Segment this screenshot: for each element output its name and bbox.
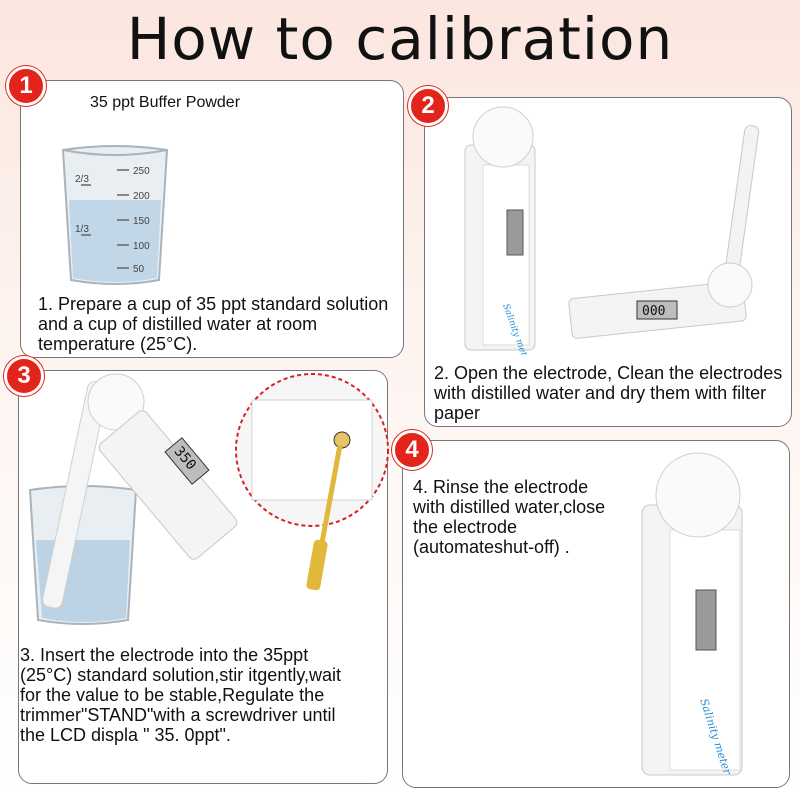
step-1-text: 1. Prepare a cup of 35 ppt standard solu… [38,294,389,354]
page-title: How to calibration [126,5,674,73]
beaker-mark-200: 200 [133,191,150,202]
closed-meter-large-illustration: Salinity meter [641,452,743,777]
step-4-badge: 4 [392,430,432,470]
closed-meter-illustration: Salinity meter [464,106,536,355]
beaker-mark-250: 250 [133,166,150,177]
buffer-powder-label: 35 ppt Buffer Powder [90,94,241,111]
step-2-text: 2. Open the electrode, Clean the electro… [434,363,783,423]
step-2-badge: 2 [408,86,448,126]
step-4-text: 4. Rinse the electrode with distilled wa… [413,477,606,557]
step-1-badge: 1 [6,66,46,106]
open-meter-illustration: 000 [568,125,760,339]
beaker-illustration: 250 200 150 100 50 2/3 1/3 [61,145,169,285]
beaker-mark-100: 100 [133,241,150,252]
step-2-lcd-text: 000 [642,304,665,319]
step-3-badge: 3 [4,356,44,396]
beaker-mark-1-3: 1/3 [75,224,89,235]
step-3-text: 3. Insert the electrode into the 35ppt (… [20,645,342,745]
beaker-mark-150: 150 [133,216,150,227]
beaker-mark-2-3: 2/3 [75,174,89,185]
screwdriver-closeup-illustration [235,373,389,591]
beaker-mark-50: 50 [133,264,145,275]
beaker-with-electrode-illustration: 350 [28,373,238,625]
